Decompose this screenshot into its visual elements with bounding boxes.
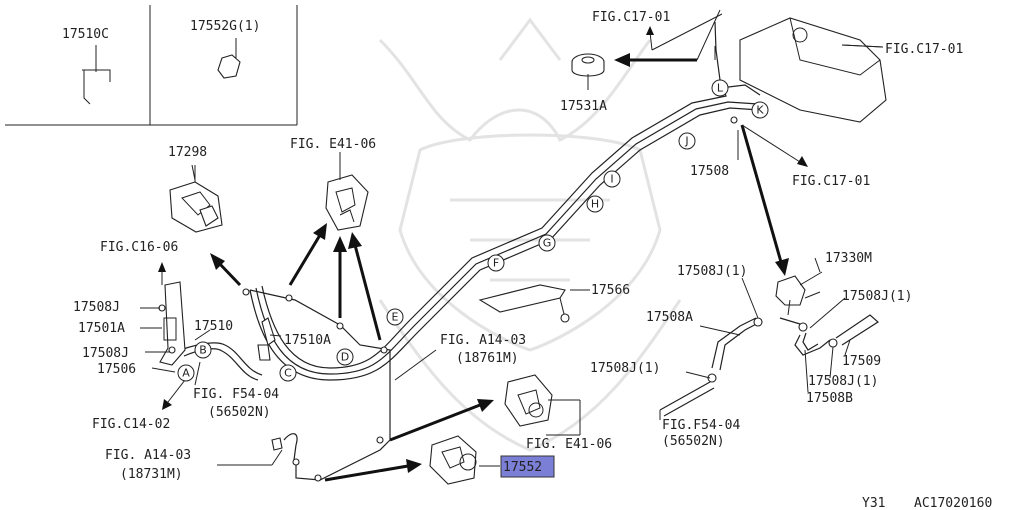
label-fig-c14: FIG.C14-02 [92,417,170,432]
marker-l: L [717,82,724,95]
label-17508a: 17508A [646,310,693,325]
pointer-arrows [210,53,789,482]
label-fig-c17-mid: FIG.C17-01 [792,174,870,189]
label-17508j1-c: 17508J(1) [590,361,660,376]
label-fig-c17-top: FIG.C17-01 [592,10,670,25]
marker-g: G [543,237,552,250]
label-fig-f54-right: FIG.F54-04 [662,418,740,433]
part-17330m [775,271,823,316]
label-17330m: 17330M [825,251,872,266]
label-17508b: 17508B [806,391,853,406]
inset-label-17510c: 17510C [62,27,109,42]
marker-i: I [610,173,613,186]
marker-e: E [392,311,399,324]
thin-arrows [158,9,808,410]
pipe-clips [242,116,738,482]
label-17510: 17510 [194,319,233,334]
leader-lines [140,44,884,467]
footer-model: Y31 [862,496,885,510]
label-17506: 17506 [97,362,136,377]
marker-c: C [284,367,292,380]
label-17509: 17509 [842,354,881,369]
label-fig-a14-mid-sub: (18761M) [456,351,519,366]
part-e41-mount-bottom [504,374,553,427]
left-brackets [158,281,300,466]
circle-markers: A B C D E F G H I J K L [177,79,769,382]
part-17298 [169,165,223,233]
label-17508j1-b: 17508J(1) [842,289,912,304]
labels: FIG.C17-01 FIG.C17-01 17531A 17298 FIG. … [73,10,992,510]
label-17501a: 17501A [78,321,125,336]
part-17566 [478,284,570,323]
label-fig-c17-right: FIG.C17-01 [885,42,963,57]
label-17552: 17552 [503,460,542,475]
label-17508j1-d: 17508J(1) [808,374,878,389]
label-17508: 17508 [690,164,729,179]
label-17531a: 17531A [560,99,607,114]
watermark-emblem [378,17,682,452]
part-17552-clamp [429,435,477,485]
marker-j: J [684,135,688,148]
label-fig-f54-right-sub: (56502N) [662,434,725,449]
marker-b: B [199,344,207,357]
label-17508j-l2: 17508J [82,346,129,361]
label-fig-a14-left-sub: (18731M) [120,467,183,482]
label-fig-f54-mid-sub: (56502N) [208,405,271,420]
marker-d: D [341,351,349,364]
marker-k: K [756,104,764,117]
label-17510a: 17510A [284,333,331,348]
label-fig-a14-mid: FIG. A14-03 [440,333,526,348]
label-17298: 17298 [168,145,207,160]
marker-f: F [493,257,499,270]
inset-label-17552g: 17552G(1) [190,19,260,34]
label-17508j1-a: 17508J(1) [677,264,747,279]
label-17566: 17566 [591,283,630,298]
marker-h: H [591,198,599,211]
inset-box: 17510C 17552G(1) [5,5,298,126]
part-17531a [571,53,605,90]
part-e41-mount-top [325,174,369,231]
footer-code: AC17020160 [914,496,992,510]
label-17508j-l1: 17508J [73,300,120,315]
label-fig-e41-bottom: FIG. E41-06 [526,437,612,452]
label-fig-e41-top: FIG. E41-06 [290,137,376,152]
label-fig-f54-mid: FIG. F54-04 [193,387,279,402]
marker-a: A [182,367,190,380]
label-fig-a14-left: FIG. A14-03 [105,448,191,463]
label-fig-c16: FIG.C16-06 [100,240,178,255]
highlight-17552 [500,455,555,478]
